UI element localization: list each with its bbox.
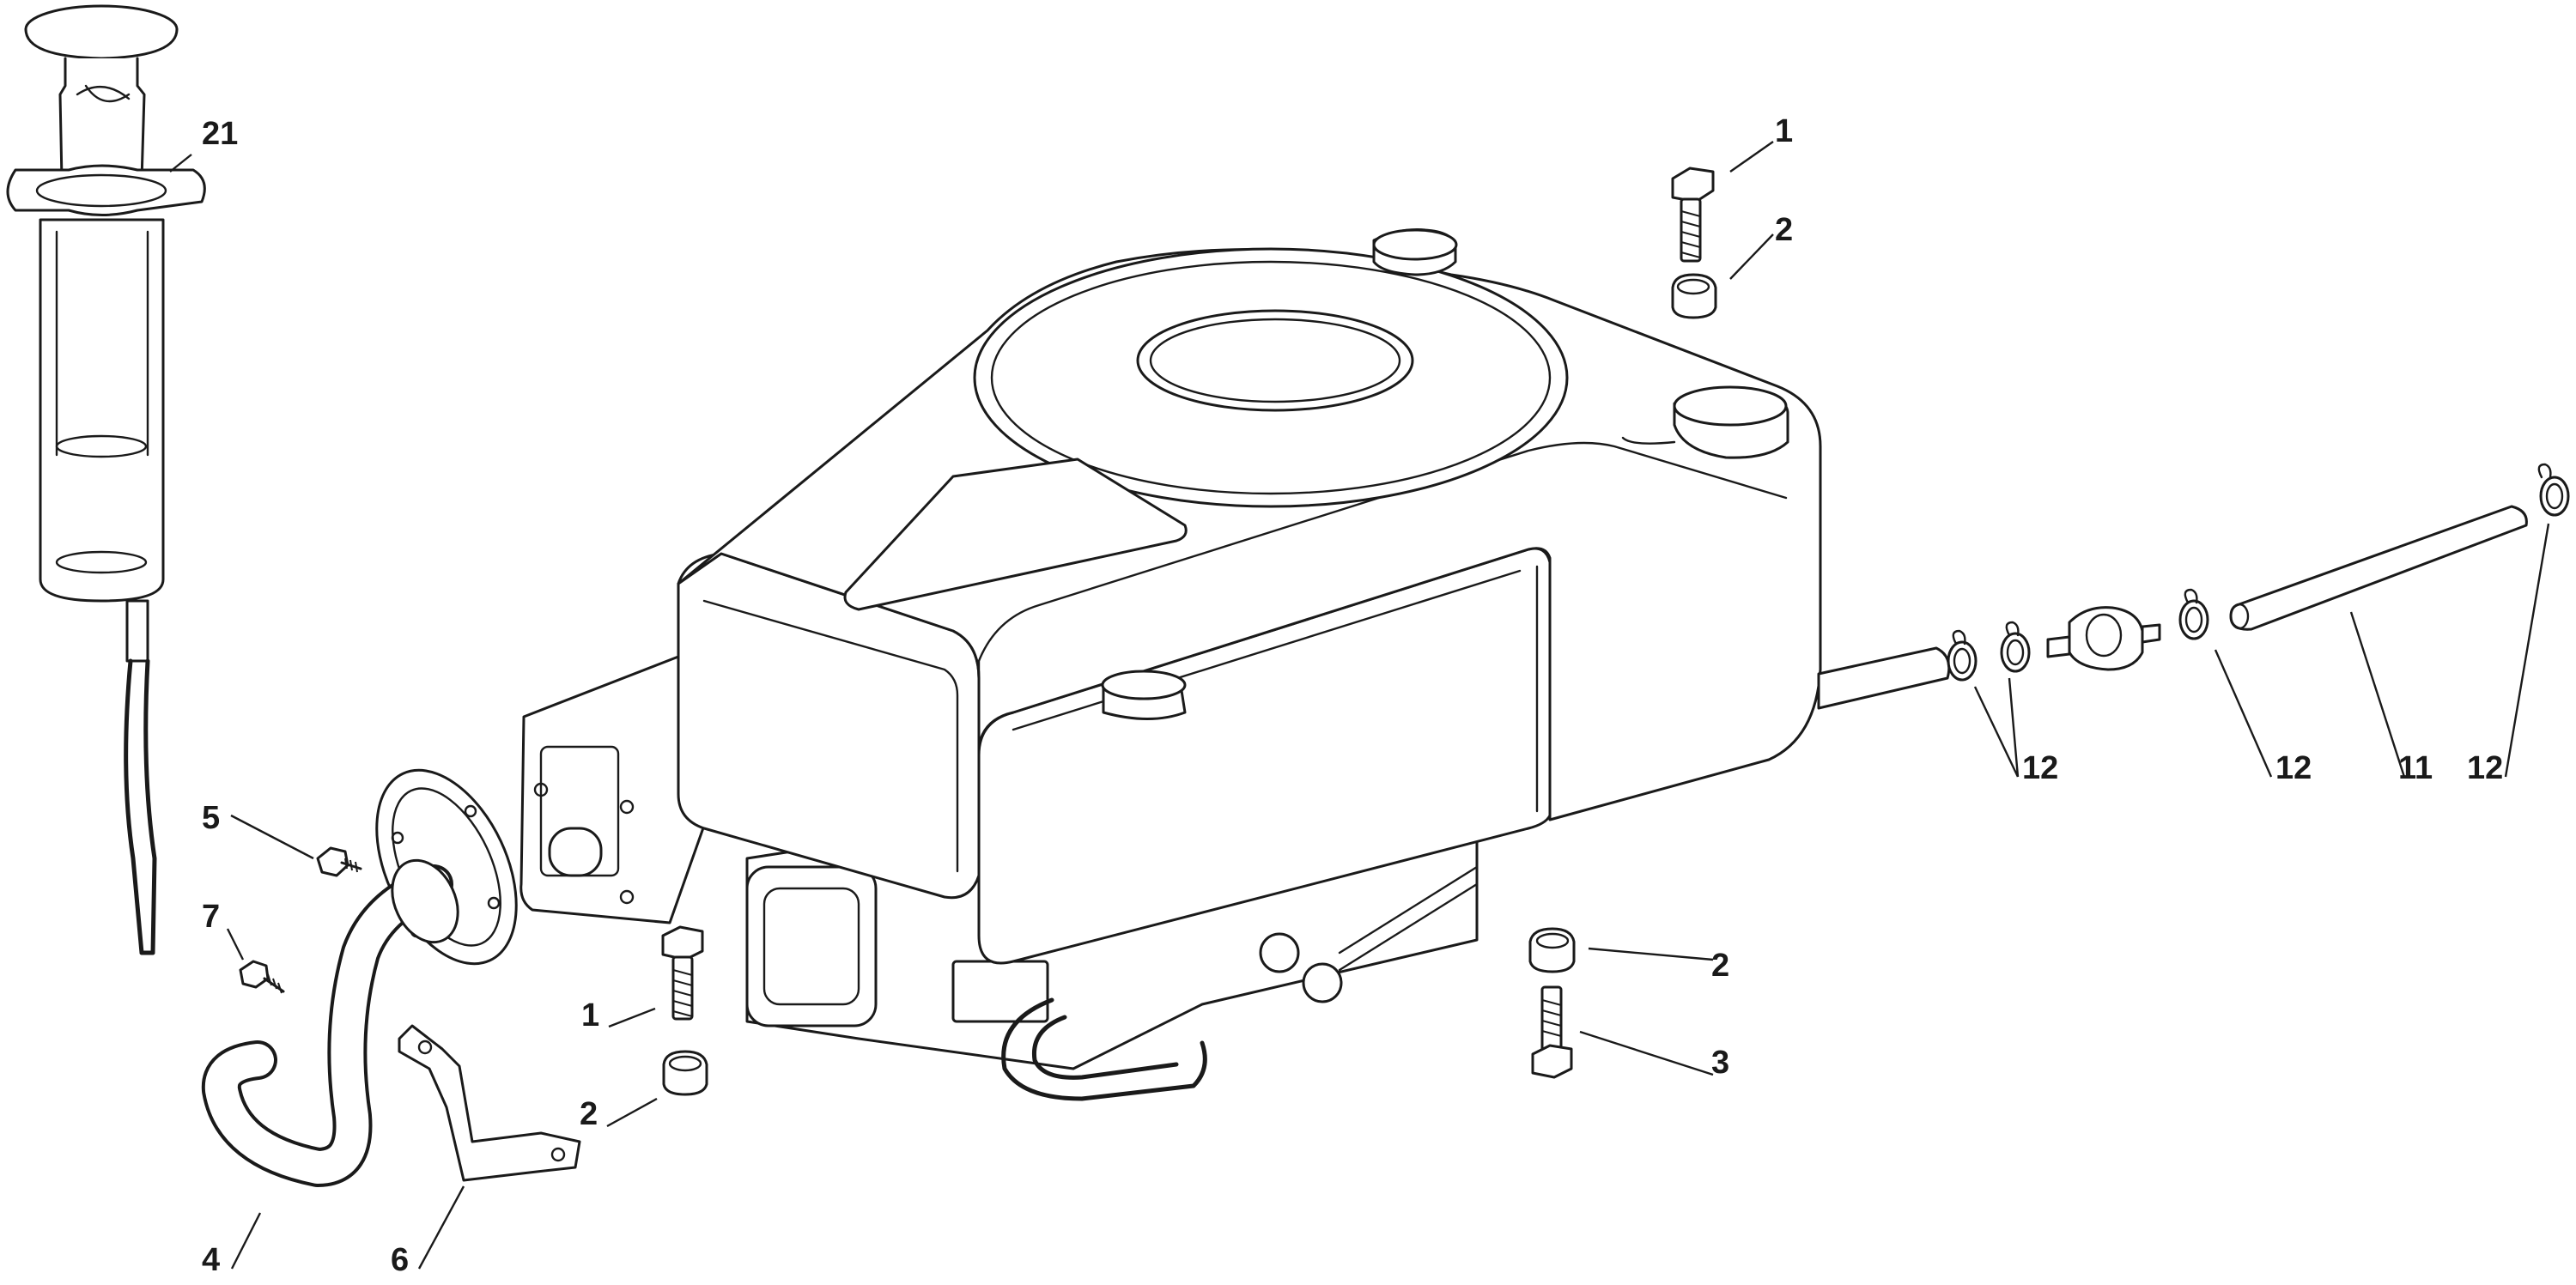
engine <box>519 228 1951 1101</box>
screw-part-5 <box>316 846 362 877</box>
callout-1-top: 1 <box>1775 113 1793 149</box>
callout-12-a: 12 <box>2022 750 2058 786</box>
bolt-part-3 <box>1531 985 1573 1079</box>
callout-3: 3 <box>1711 1045 1729 1081</box>
leader-lines <box>169 141 2550 1270</box>
oil-drain-elbow-part-4 <box>201 768 518 1187</box>
fuel-filter <box>2046 606 2161 671</box>
nut-part-2-low <box>662 1050 708 1096</box>
fuel-hose-part-11 <box>2229 505 2528 631</box>
callout-labels: 1 2 2 3 1 2 4 5 6 7 11 12 12 12 21 <box>202 113 2503 1278</box>
callout-1-low: 1 <box>581 997 599 1033</box>
callout-11: 11 <box>2398 750 2433 786</box>
screw-part-7 <box>239 960 285 994</box>
callout-12-c: 12 <box>2467 750 2503 786</box>
callout-6: 6 <box>391 1242 409 1278</box>
callout-21: 21 <box>202 116 238 152</box>
hose-clamp-part-12-a <box>1947 629 1978 682</box>
callout-12-b: 12 <box>2275 750 2312 786</box>
nut-part-2-top <box>1671 273 1717 319</box>
strap-part-6 <box>398 1024 581 1182</box>
callout-2-top: 2 <box>1775 212 1793 248</box>
callout-2-mid: 2 <box>1711 948 1729 984</box>
callout-5: 5 <box>202 800 220 836</box>
callout-4: 4 <box>202 1242 220 1278</box>
bolt-part-1-low <box>661 925 704 1021</box>
oil-syringe-part-21 <box>6 4 206 955</box>
callout-2-low: 2 <box>580 1096 598 1132</box>
nut-part-2-mid <box>1528 927 1576 973</box>
hose-clamp-part-12-d <box>2537 463 2570 517</box>
hose-clamp-part-12-b <box>2000 621 2031 673</box>
hose-clamp-part-12-c <box>2178 588 2209 640</box>
bolt-part-1-top <box>1671 167 1715 263</box>
callout-7: 7 <box>202 899 220 935</box>
